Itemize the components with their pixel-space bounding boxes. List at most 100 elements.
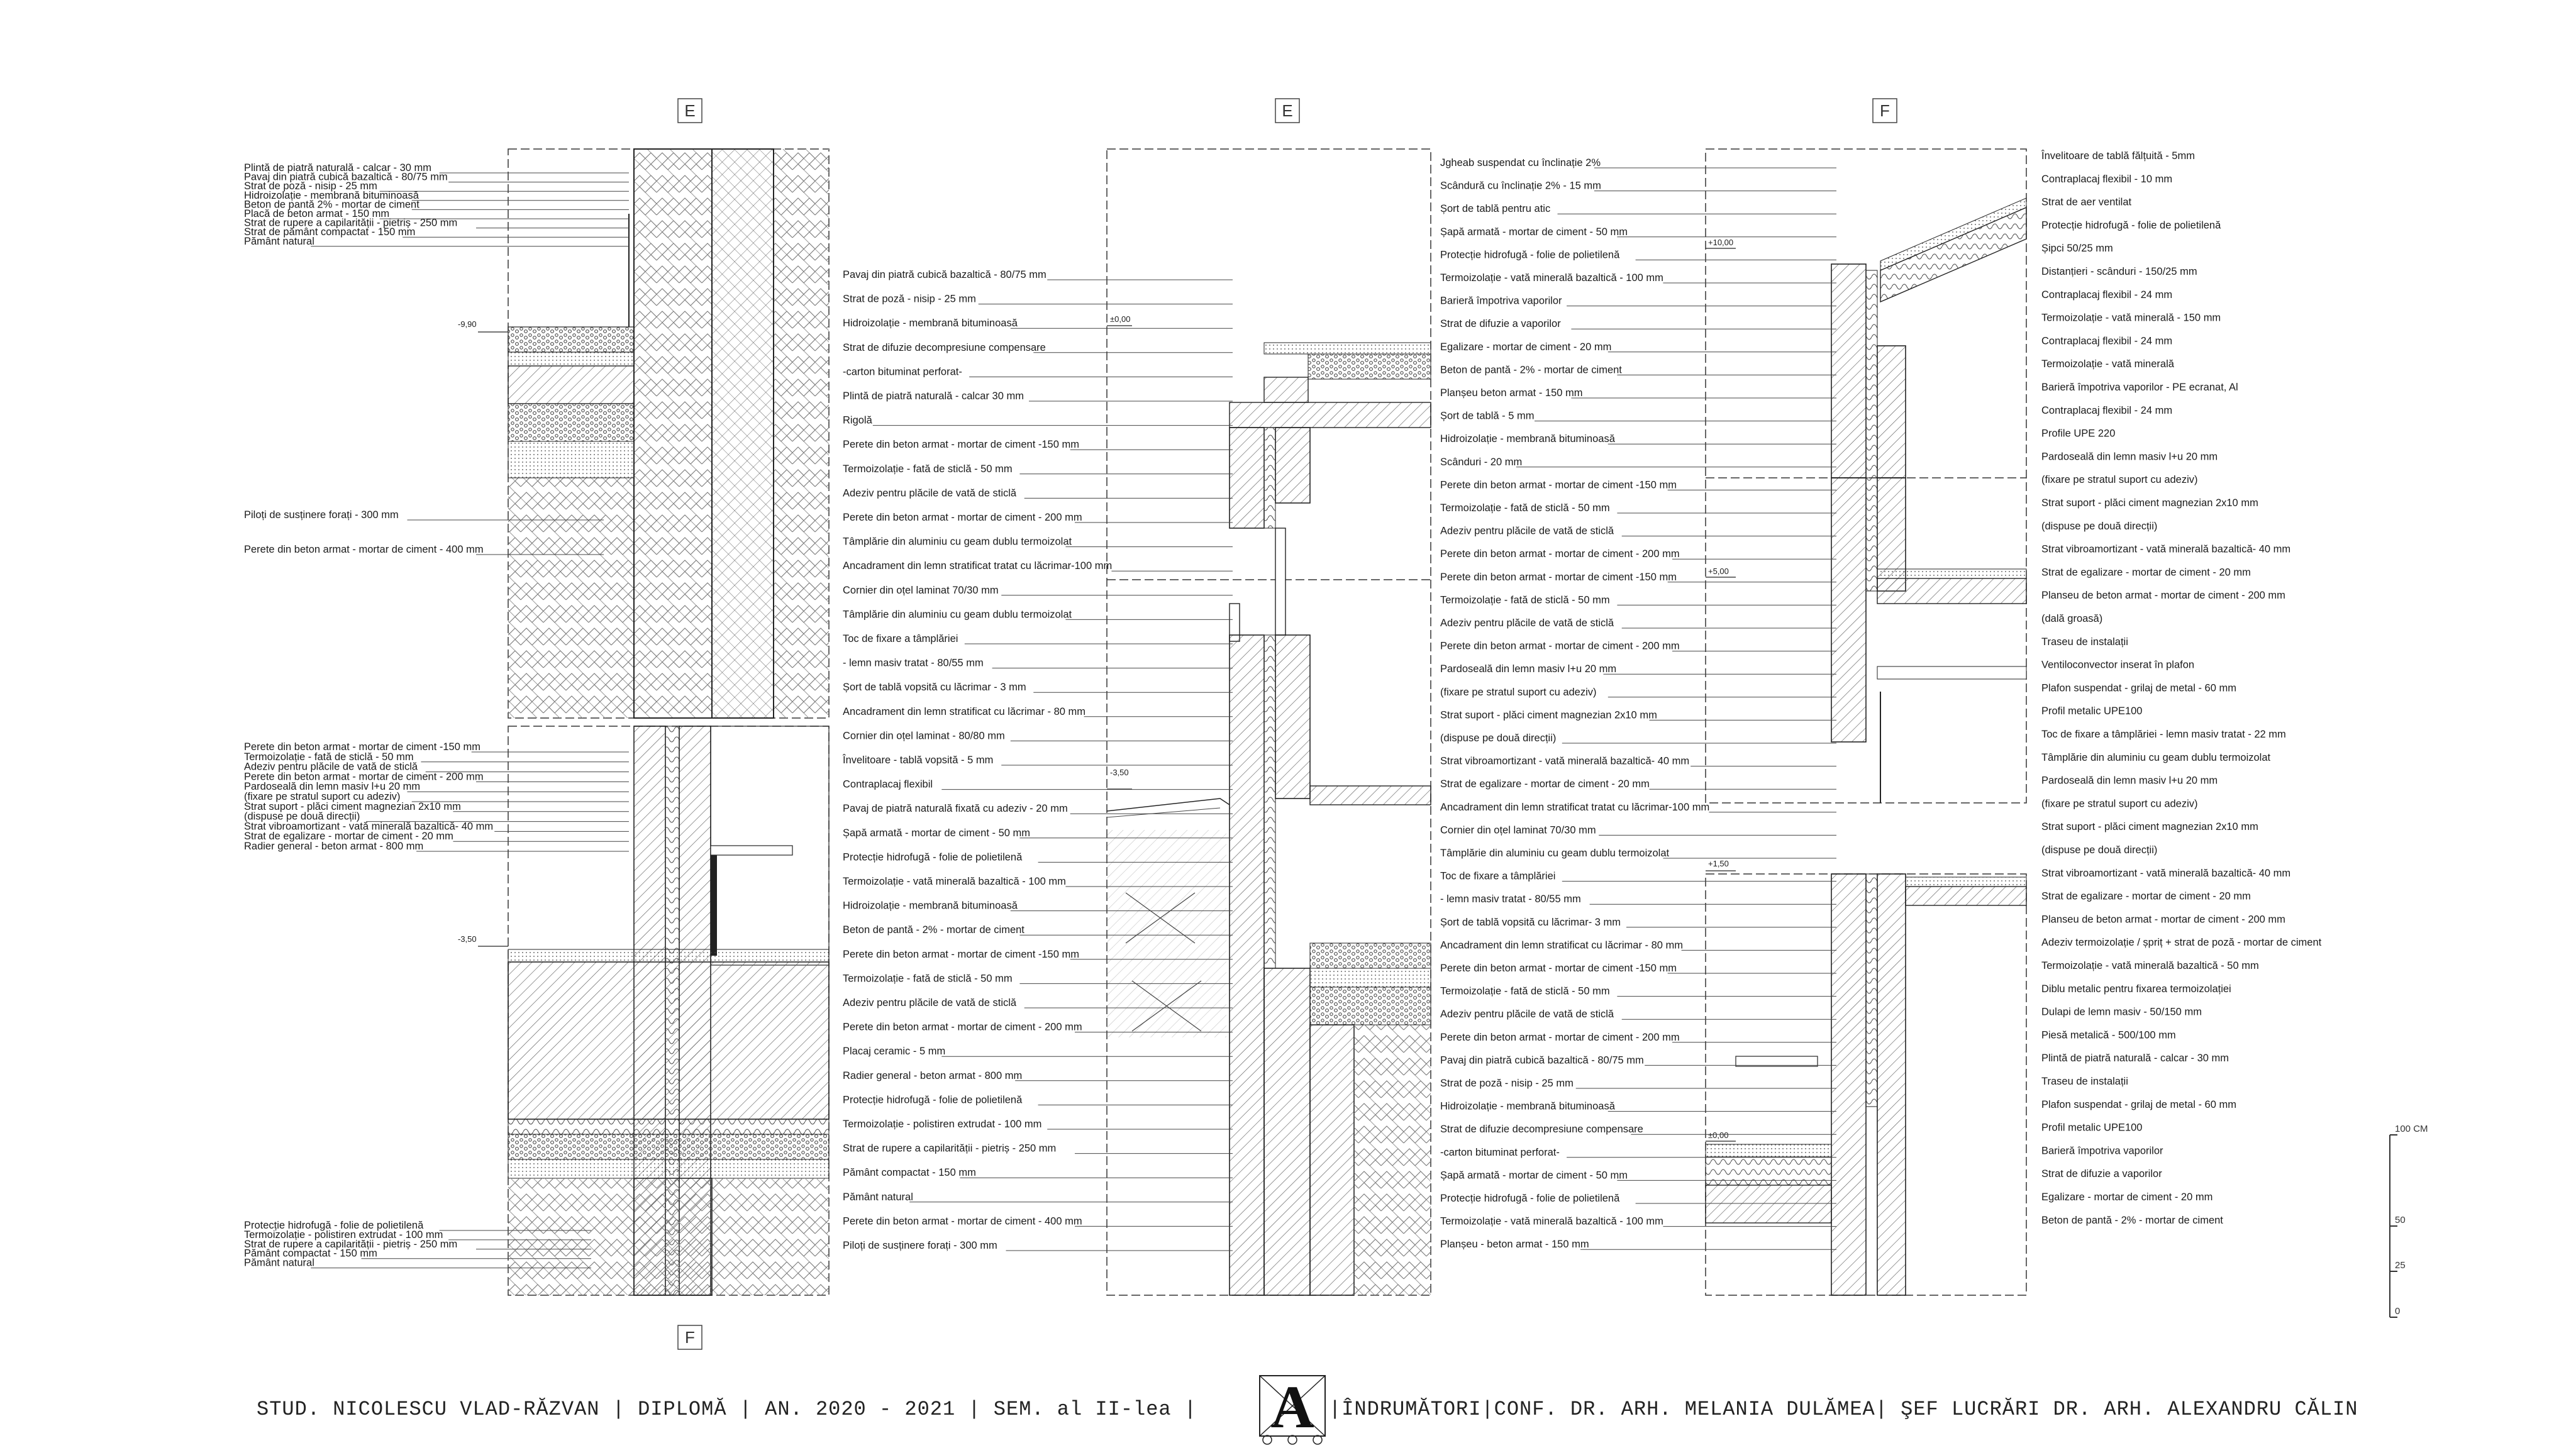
callout-label: Șapă armată - mortar de ciment - 50 mm	[1440, 1169, 1628, 1181]
callout-label: Piloți de susținere forați - 300 mm	[843, 1240, 997, 1251]
callout-label: Plintă de piatră naturală - calcar - 30 …	[244, 162, 431, 174]
callout-label: Plafon suspendat - grilaj de metal - 60 …	[2041, 1099, 2236, 1110]
callout-label: Strat de difuzie decompresiune compensar…	[843, 342, 1046, 353]
callout-label: Ancadrament din lemn stratificat tratat …	[1440, 802, 1709, 813]
callout-label: Perete din beton armat - mortar de cimen…	[1440, 479, 1677, 490]
callout-label: Piloți de susținere forați - 300 mm	[244, 509, 399, 521]
callout-label: Plintă de piatră naturală - calcar 30 mm	[843, 390, 1024, 402]
callout-label: Pământ compactat - 150 mm	[843, 1167, 976, 1178]
callout-label: Termoizolație - polistiren extrudat - 10…	[843, 1119, 1041, 1130]
callout-label: Placaj ceramic - 5 mm	[843, 1046, 945, 1057]
callout-label: - lemn masiv tratat - 80/55 mm	[843, 658, 984, 669]
callout-label: Cornier din oțel laminat 70/30 mm	[843, 585, 999, 596]
callout-label: Tâmplărie din aluminiu cu geam dublu ter…	[843, 536, 1072, 548]
callout-label: Strat de rupere a capilarității - pietri…	[843, 1143, 1056, 1154]
callout-label: Termoizolație - vată minerală bazaltică …	[2041, 960, 2259, 971]
callout-label: (dispuse pe două direcții)	[1440, 732, 1556, 744]
level-d1-b: -3,50	[458, 934, 477, 944]
callout-label: Strat de difuzie decompresiune compensar…	[1440, 1124, 1643, 1135]
callout-label: Strat de egalizare - mortar de ciment - …	[2041, 891, 2251, 902]
callout-label: Termoizolație - vată minerală	[2041, 358, 2175, 370]
callout-label: Pământ natural	[244, 236, 314, 247]
callout-label: Barieră împotriva vaporilor - PE ecranat…	[2041, 382, 2238, 393]
callout-label: Perete din beton armat - mortar de cimen…	[1440, 548, 1680, 560]
callout-label: Termoizolație - vată minerală bazaltică …	[1440, 272, 1663, 284]
callout-label: Strat vibroamortizant - vată minerală ba…	[2041, 544, 2290, 555]
scale-bar: 100 CM 50 25 0	[2389, 1124, 2428, 1318]
callout-label: -carton bituminat perforat-	[843, 366, 962, 377]
callout-label: Ventiloconvector inserat în plafon	[2041, 660, 2194, 671]
callout-label: Protecție hidrofugă - folie de polietile…	[843, 851, 1023, 863]
scale-mark-0: 0	[2395, 1306, 2400, 1317]
callout-label: Traseu de instalații	[2041, 1076, 2128, 1087]
callout-label: Profil metalic UPE100	[2041, 705, 2142, 717]
callout-label: Scândură cu înclinație 2% - 15 mm	[1440, 180, 1601, 192]
callout-label: (fixare pe stratul suport cu adeziv)	[244, 791, 401, 802]
callout-label: Toc de fixare a tâmplăriei - lemn masiv …	[2041, 729, 2286, 740]
callout-label: Toc de fixare a tâmplăriei	[843, 633, 958, 644]
callout-label: Termoizolație - fată de sticlă - 50 mm	[843, 463, 1013, 475]
level-d3-b: +5,00	[1708, 566, 1729, 576]
callout-label: Pardoseală din lemn masiv l+u 20 mm	[1440, 663, 1616, 675]
callout-label: Pardoseală din lemn masiv l+u 20 mm	[2041, 451, 2218, 462]
callout-label: Adeziv pentru plăcile de vată de sticlă	[843, 997, 1017, 1009]
callout-label: (dispuse pe două direcții)	[2041, 844, 2157, 856]
callout-label: Cornier din oțel laminat 70/30 mm	[1440, 824, 1596, 836]
callout-label: Barieră împotriva vaporilor	[2041, 1145, 2163, 1156]
callout-label: Barieră împotriva vaporilor	[1440, 296, 1562, 307]
callout-label: Perete din beton armat - mortar de cimen…	[843, 1215, 1082, 1227]
callout-label: Adeziv pentru plăcile de vată de sticlă	[1440, 617, 1614, 629]
detail-3-left-labels: Jgheab suspendat cu înclinație 2%Scândur…	[1440, 157, 1836, 1250]
detail-3-right-labels: Învelitoare de tablă fălțuită - 5mmContr…	[2041, 150, 2322, 1226]
callout-label: Strat de egalizare - mortar de ciment - …	[2041, 566, 2251, 578]
level-d3-c: +1,50	[1708, 859, 1729, 868]
callout-label: Planșeu beton armat - 150 mm	[1440, 387, 1583, 399]
callout-label: Toc de fixare a tâmplăriei	[1440, 871, 1555, 882]
callout-label: Scânduri - 20 mm	[1440, 456, 1522, 468]
callout-label: Perete din beton armat - mortar de cimen…	[843, 1022, 1082, 1033]
callout-label: Perete din beton armat - mortar de cimen…	[1440, 641, 1680, 652]
callout-label: Strat de difuzie a vaporilor	[1440, 318, 1561, 329]
callout-label: Beton de pantă - 2% - mortar de ciment	[2041, 1215, 2223, 1226]
section-markers: E E F F	[677, 98, 1897, 1350]
callout-label: Șort de tablă pentru atic	[1440, 203, 1550, 214]
callout-label: Contraplacaj flexibil - 24 mm	[2041, 405, 2172, 416]
detail-1-bottom-labels: Protecție hidrofugă - folie de polietile…	[244, 1220, 591, 1269]
callout-label: (fixare pe stratul suport cu adeziv)	[1440, 687, 1597, 698]
marker-top-3: F	[1880, 101, 1890, 120]
callout-label: Termoizolație - vată minerală - 150 mm	[2041, 312, 2221, 324]
callout-label: Strat vibroamortizant - vată minerală ba…	[1440, 756, 1689, 767]
level-d2-b: -3,50	[1110, 768, 1129, 777]
callout-label: Cornier din oțel laminat - 80/80 mm	[843, 730, 1005, 741]
callout-label: (fixare pe stratul suport cu adeziv)	[2041, 474, 2198, 485]
callout-label: Beton de pantă 2% - mortar de ciment	[244, 199, 419, 210]
callout-label: Adeziv pentru plăcile de vată de sticlă	[843, 487, 1017, 499]
callout-label: Pavaj din piatră cubică bazaltică - 80/7…	[1440, 1054, 1644, 1066]
callout-label: Pavaj din piatră cubică bazaltică - 80/7…	[843, 269, 1046, 280]
callout-label: Șort de tablă vopsită cu lăcrimar - 3 mm	[843, 682, 1026, 693]
callout-label: - lemn masiv tratat - 80/55 mm	[1440, 893, 1581, 905]
title-block: STUD. NICOLESCU VLAD-RĂZVAN | DIPLOMĂ | …	[0, 1386, 2576, 1430]
detail-2-labels: Pavaj din piatră cubică bazaltică - 80/7…	[842, 269, 1233, 1251]
callout-label: Termoizolație - fată de sticlă - 50 mm	[1440, 502, 1610, 514]
callout-label: Adeziv pentru plăcile de vată de sticlă	[1440, 526, 1614, 537]
detail-1-mid-labels: Piloți de susținere forați - 300 mmPeret…	[244, 509, 604, 555]
callout-label: Rigolă	[843, 415, 873, 426]
callout-label: Strat de egalizare - mortar de ciment - …	[244, 831, 453, 842]
callout-label: Strat de pământ compactat - 150 mm	[244, 226, 415, 238]
callout-label: Termoizolație - fată de sticlă - 50 mm	[843, 973, 1013, 984]
callout-label: Planseu de beton armat - mortar de cimen…	[2041, 914, 2285, 925]
callout-label: Radier general - beton armat - 800 mm	[244, 841, 423, 852]
callout-label: Hidroizolație - membrană bituminoasă	[1440, 1101, 1616, 1112]
detail-2-drawing	[1106, 148, 1431, 1296]
callout-label: Strat de difuzie a vaporilor	[2041, 1168, 2162, 1180]
detail-1-drawing	[478, 148, 830, 1296]
callout-label: Perete din beton armat - mortar de cimen…	[244, 741, 480, 753]
callout-label: Beton de pantă - 2% - mortar de ciment	[843, 924, 1024, 936]
callout-label: Pământ natural	[244, 1257, 314, 1269]
callout-label: Pardoseală din lemn masiv l+u 20 mm	[244, 781, 420, 792]
callout-label: Tâmplărie din aluminiu cu geam dublu ter…	[1440, 848, 1670, 859]
footer-tutors: |ÎNDRUMĂTORI|CONF. DR. ARH. MELANIA DULĂ…	[1329, 1398, 2358, 1421]
faculty-logo: A	[1259, 1373, 1326, 1445]
callout-label: Contraplacaj flexibil	[843, 779, 933, 790]
